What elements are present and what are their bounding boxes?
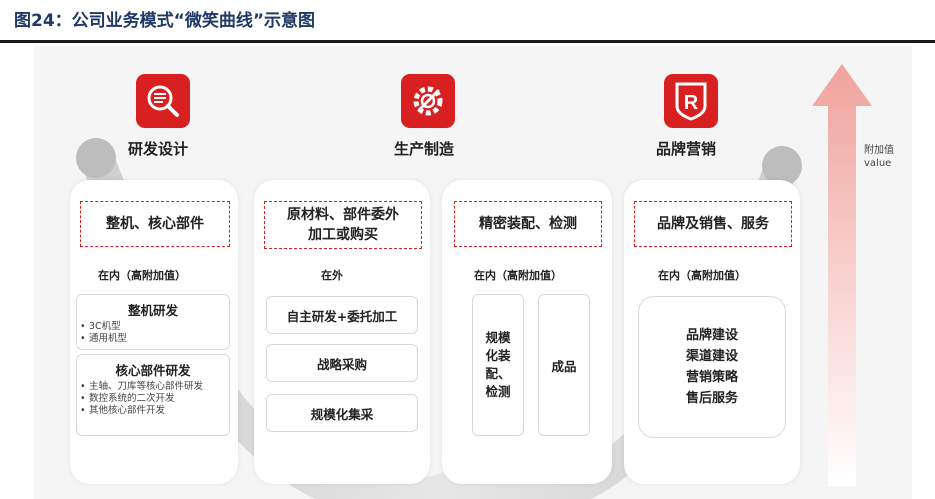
rnd-machine-box: 整机研发 3C机型 通用机型 <box>76 294 230 350</box>
rnd-position-label: 在内（高附加值） <box>98 269 186 282</box>
stage-label-marketing: 品牌营销 <box>656 140 717 158</box>
assembly-scope-tag: 精密装配、检测 <box>454 201 602 247</box>
assembly-process-line: 检测 <box>485 384 511 399</box>
assembly-position-label: 在内（高附加值） <box>474 269 562 282</box>
activity-box: 自主研发+委托加工 <box>266 296 418 334</box>
marketing-items-box: 品牌建设 渠道建设 营销策略 售后服务 <box>638 296 786 438</box>
gear-wrench-icon <box>401 74 455 128</box>
figure-title: 图24：公司业务模式“微笑曲线”示意图 <box>14 11 316 31</box>
bullet-item: 通用机型 <box>80 333 229 345</box>
manufacturing-position-label: 在外 <box>321 269 343 282</box>
svg-text:R: R <box>684 92 699 114</box>
bullet-item: 数控系统的二次开发 <box>80 393 227 405</box>
manufacturing-tag-line1: 原材料、部件委外 <box>287 207 399 223</box>
title-underline <box>0 40 935 43</box>
value-axis-label: 附加值 value <box>864 144 894 170</box>
value-up-arrow <box>812 64 872 486</box>
marketing-item: 售后服务 <box>685 391 738 406</box>
bullet-item: 主轴、刀库等核心部件研发 <box>80 381 227 393</box>
assembly-process-box: 规模 化装 配、 检测 <box>472 294 524 436</box>
assembly-process-line: 规模 <box>485 330 511 345</box>
diagram-canvas: 附加值 value 研发设计 生产制造 R 品牌营销 整机、核心部件 在内（高附… <box>34 46 912 499</box>
rnd-core-title: 核心部件研发 <box>115 363 191 378</box>
magnifier-document-icon <box>136 74 190 128</box>
activity-box: 规模化集采 <box>266 394 418 432</box>
marketing-item: 渠道建设 <box>685 349 738 364</box>
manufacturing-scope-tag: 原材料、部件委外 加工或购买 <box>264 201 422 249</box>
activity-box: 战略采购 <box>266 344 418 382</box>
bullet-item: 其他核心部件开发 <box>80 405 227 417</box>
marketing-scope-tag: 品牌及销售、服务 <box>634 201 792 247</box>
marketing-item: 营销策略 <box>685 370 738 385</box>
stage-label-manufacturing: 生产制造 <box>394 140 455 158</box>
assembly-process-line: 化装 <box>485 348 511 363</box>
r-shield-icon: R <box>664 74 718 128</box>
finished-product-box: 成品 <box>538 294 590 436</box>
marketing-position-label: 在内（高附加值） <box>658 269 746 282</box>
value-label-cn: 附加值 <box>864 145 894 156</box>
assembly-process-line: 配、 <box>485 366 511 381</box>
stage-label-rnd: 研发设计 <box>128 140 189 158</box>
rnd-machine-title: 整机研发 <box>127 303 178 318</box>
manufacturing-tag-line2: 加工或购买 <box>308 227 378 243</box>
value-label-en: value <box>864 158 892 169</box>
finished-product-label: 成品 <box>551 358 577 374</box>
rnd-core-box: 核心部件研发 主轴、刀库等核心部件研发 数控系统的二次开发 其他核心部件开发 <box>76 354 230 436</box>
bullet-item: 3C机型 <box>80 321 229 333</box>
marketing-item: 品牌建设 <box>685 328 738 343</box>
rnd-scope-tag: 整机、核心部件 <box>80 201 230 247</box>
